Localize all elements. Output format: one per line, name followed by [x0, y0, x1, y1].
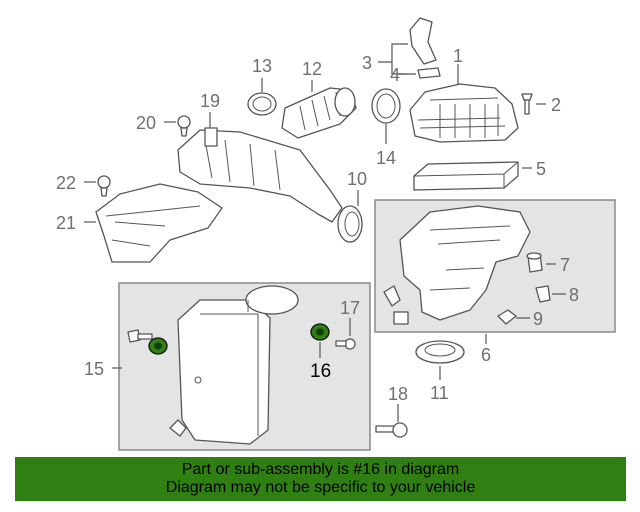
callout-8: 8	[569, 285, 579, 305]
bolt-18	[375, 422, 408, 438]
bolt-17	[335, 338, 356, 350]
callout-12: 12	[302, 59, 322, 79]
air-cleaner-case-6	[383, 205, 531, 325]
callout-9: 9	[533, 309, 543, 329]
callout-14: 14	[376, 148, 396, 168]
air-filter-element	[413, 161, 519, 191]
clamp-13	[247, 92, 277, 116]
callout-16-highlighted: 16	[310, 361, 331, 382]
seal-11	[415, 340, 465, 364]
callout-21: 21	[56, 213, 76, 233]
callout-4: 4	[390, 65, 400, 85]
inlet-tube-3	[409, 17, 437, 65]
info-banner: Part or sub-assembly is #16 in diagram D…	[15, 457, 626, 501]
callout-19: 19	[200, 91, 220, 111]
callout-2: 2	[551, 95, 561, 115]
leader-lines	[84, 43, 566, 422]
callout-17: 17	[340, 298, 360, 318]
grommet-16-highlighted	[148, 323, 330, 355]
callout-10: 10	[347, 169, 367, 189]
seal-4	[417, 67, 441, 79]
clip-22	[97, 175, 111, 197]
air-duct-19	[177, 127, 343, 223]
callout-1: 1	[453, 46, 463, 66]
grommet-7	[526, 252, 543, 273]
clip-8	[535, 285, 551, 303]
callout-5: 5	[536, 159, 546, 179]
clip-9	[497, 309, 517, 325]
clip-20	[177, 115, 191, 137]
seal-ring-10	[337, 205, 363, 243]
air-cleaner-cover	[409, 83, 519, 143]
callout-6: 6	[481, 345, 491, 365]
callout-11: 11	[430, 383, 449, 403]
bolt-2	[521, 93, 533, 115]
clamp-14	[371, 88, 401, 124]
resonator-21	[95, 183, 223, 263]
callout-13: 13	[252, 56, 272, 76]
callout-3: 3	[362, 53, 372, 73]
banner-line-2: Diagram may not be specific to your vehi…	[165, 479, 476, 496]
callout-15: 15	[84, 359, 104, 379]
resonator-chamber-15	[127, 285, 299, 445]
intake-duct-12	[281, 87, 357, 139]
banner-line-1: Part or sub-assembly is #16 in diagram	[181, 461, 460, 478]
callout-20: 20	[136, 113, 156, 133]
callout-22: 22	[56, 173, 76, 193]
callout-7: 7	[560, 255, 570, 275]
callout-18: 18	[388, 384, 408, 404]
